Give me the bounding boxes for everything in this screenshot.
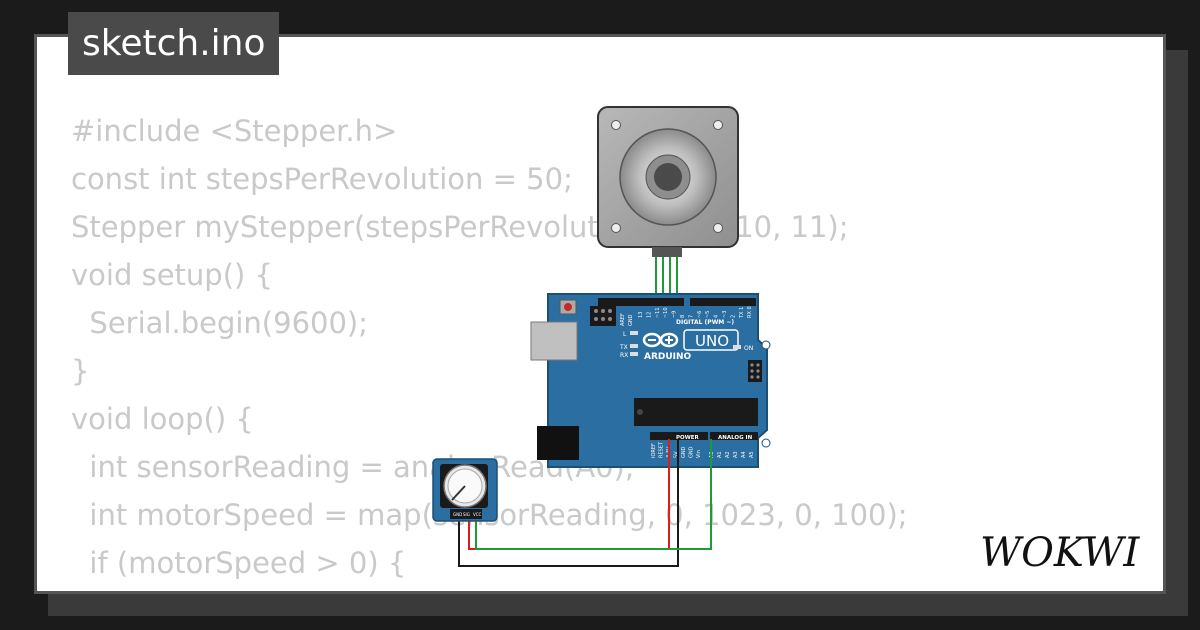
uno-label: UNO	[695, 332, 729, 350]
pin-label: IOREF	[651, 443, 657, 458]
arduino-uno-board[interactable]: DIGITAL (PWM ~) AREF GND ARDUINO UNO L T…	[530, 293, 771, 468]
pot-pin-label: SIG	[463, 512, 470, 517]
wire-black-gnd	[458, 439, 679, 567]
stepper-motor[interactable]	[597, 106, 739, 257]
pin-label: ~9	[672, 311, 678, 318]
power-jack	[537, 426, 579, 460]
digital-header-left	[598, 298, 684, 306]
code-line: Serial.begin(9600);	[71, 306, 369, 340]
led-l-label: L	[623, 331, 627, 338]
code-line: void setup() {	[71, 258, 273, 292]
code-line: }	[71, 354, 90, 388]
led-rx-label: RX	[620, 352, 628, 359]
code-line: #include <Stepper.h>	[71, 114, 398, 148]
pin-label: ~10	[663, 307, 669, 318]
potentiometer[interactable]	[432, 458, 498, 522]
code-line: int motorSpeed = map(sensorReading, 0, 1…	[89, 498, 908, 532]
aref-label: AREF	[620, 313, 626, 326]
arduino-brand: ARDUINO	[644, 352, 692, 362]
digital-header-right	[690, 298, 756, 306]
pin-label: 7	[688, 315, 694, 318]
pin-label: A1	[717, 451, 723, 458]
code-line: void loop() {	[71, 402, 254, 436]
project-title[interactable]: sketch.ino	[68, 12, 280, 75]
pin-label: GND	[689, 446, 695, 458]
analog-header-label: ANALOG IN	[718, 435, 753, 441]
code-preview: #include <Stepper.h> const int stepsPerRe…	[71, 107, 908, 591]
pin-label: A4	[741, 451, 747, 458]
wokwi-logo[interactable]: WOKWI	[976, 526, 1151, 576]
pin-label: RESET	[659, 441, 665, 458]
pin-label: ~5	[705, 311, 711, 318]
usb-port	[530, 321, 578, 361]
gnd-label: GND	[628, 314, 634, 326]
pin-label: A3	[733, 451, 739, 458]
pin-label: ~3	[722, 311, 728, 318]
analog-header	[710, 432, 758, 440]
led-tx-label: TX	[619, 344, 628, 351]
wokwi-logo-text: WOKWI	[980, 530, 1140, 576]
arduino-logo-icon	[642, 332, 679, 348]
power-header	[650, 432, 708, 440]
motor-wires	[655, 257, 678, 299]
code-line: const int stepsPerRevolution = 50;	[71, 162, 573, 196]
pin-label: 4	[714, 315, 720, 318]
digital-header-label: DIGITAL (PWM ~)	[676, 319, 734, 326]
pin-label: TX 1	[739, 307, 745, 319]
pot-pin-label: VCC	[473, 512, 482, 517]
pin-label: GND	[681, 446, 687, 458]
pin-label: Vin	[696, 450, 702, 458]
pin-label: ~6	[697, 311, 703, 318]
pin-label: 12	[646, 312, 652, 318]
pin-label: 5V	[674, 451, 680, 458]
microcontroller-chip	[634, 398, 758, 426]
led-on-label: ON	[744, 345, 753, 352]
pin-label: 13	[638, 312, 644, 318]
pin-label: 2	[730, 315, 736, 318]
wire-green-a0	[475, 439, 712, 550]
pot-pin-label: GND	[453, 512, 462, 517]
pin-label: ~11	[655, 307, 661, 318]
pin-label: 8	[680, 315, 686, 318]
code-line: if (motorSpeed > 0) {	[71, 546, 407, 580]
power-header-label: POWER	[676, 435, 700, 441]
pin-label: RX 0	[747, 306, 753, 318]
pin-label: A5	[749, 451, 755, 458]
pin-label: A2	[725, 451, 731, 458]
